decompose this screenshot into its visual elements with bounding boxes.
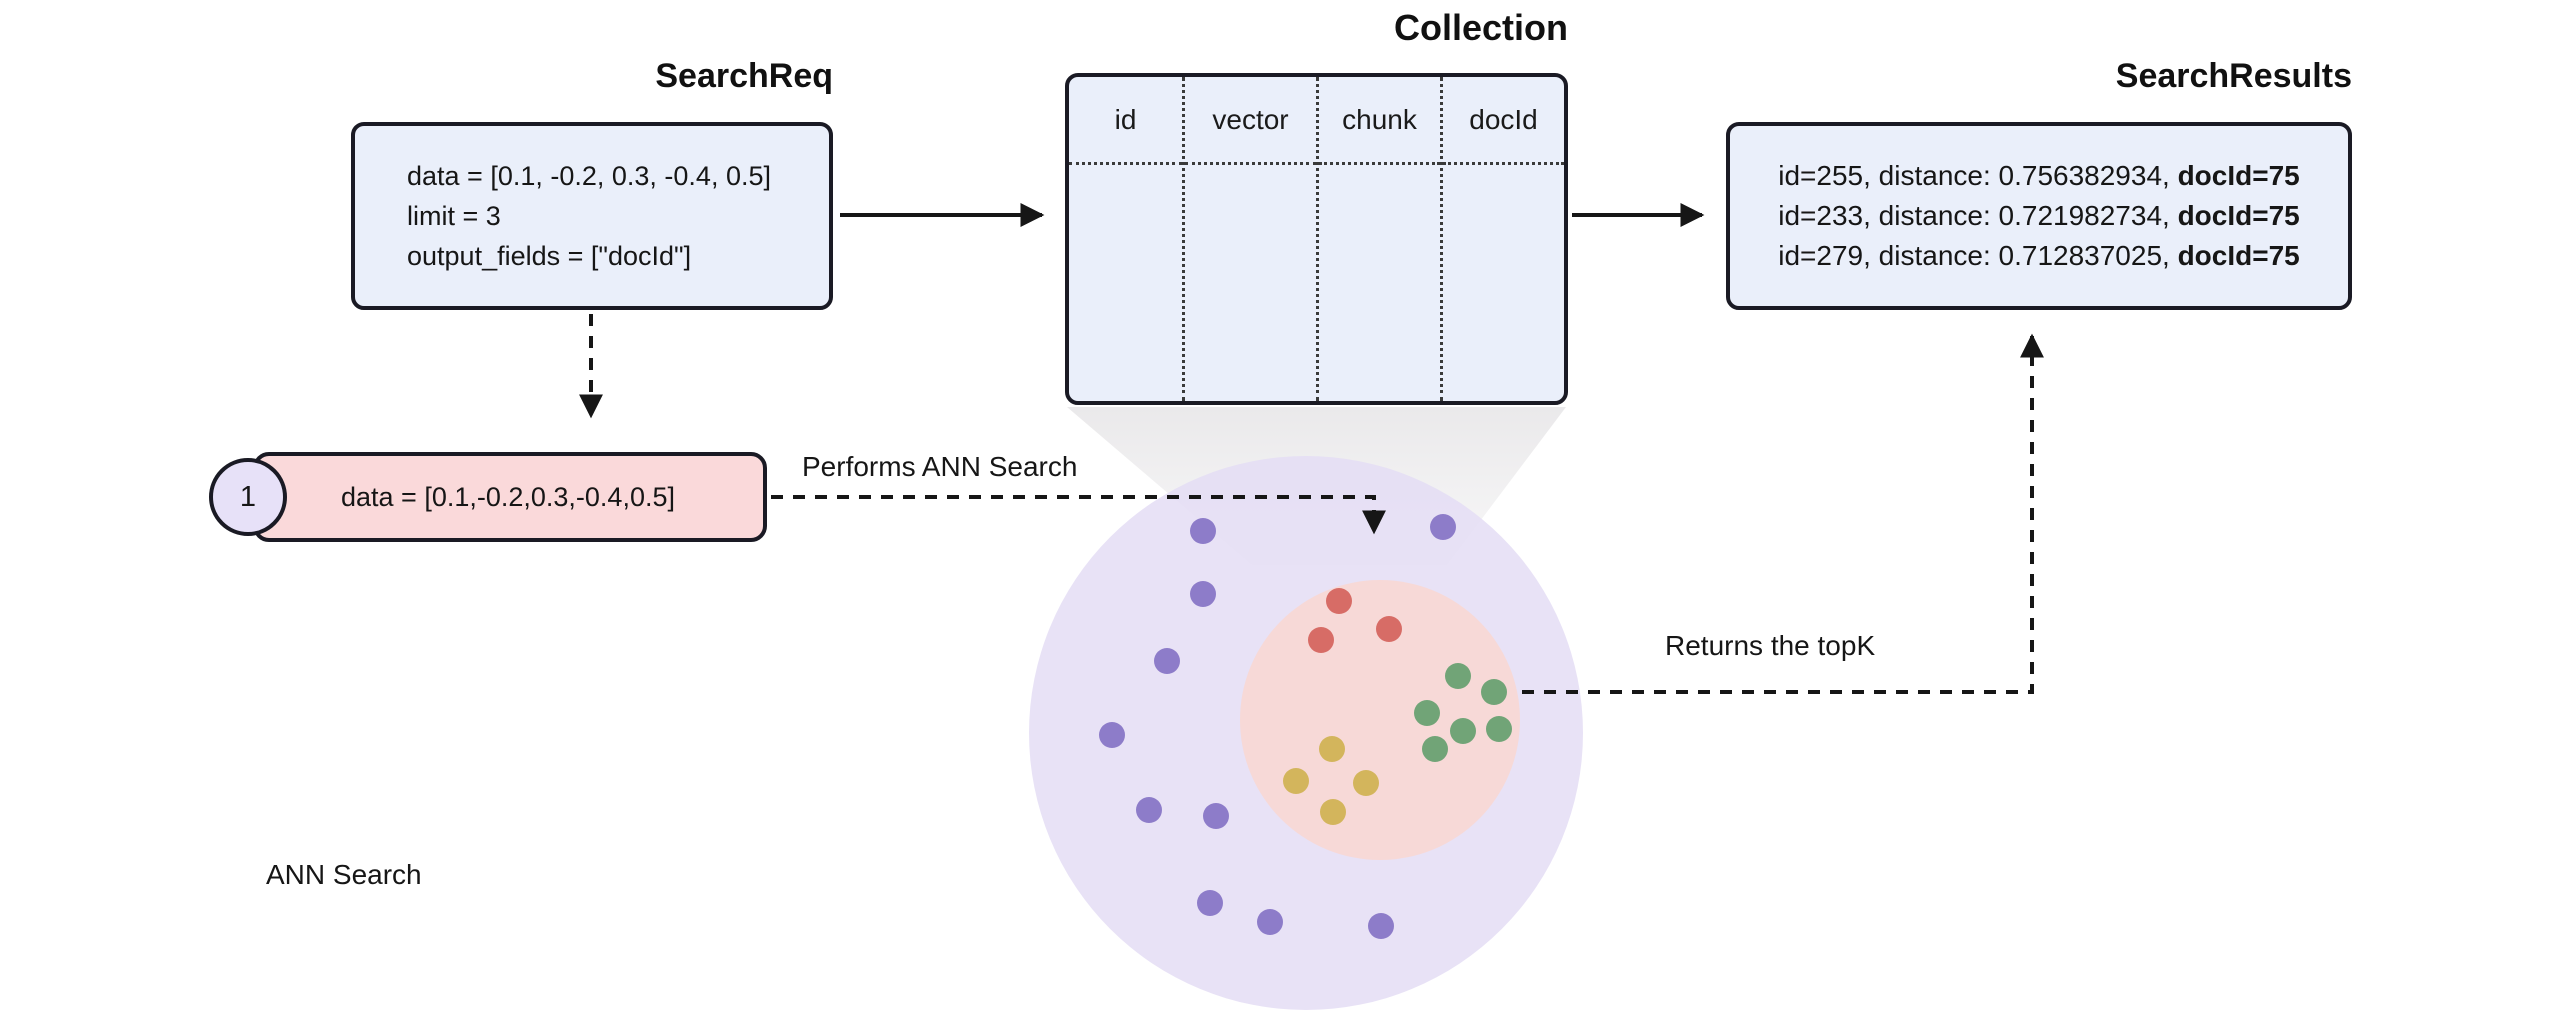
search-req-box: data = [0.1, -0.2, 0.3, -0.4, 0.5] limit…: [351, 122, 833, 310]
result-row: id=233, distance: 0.721982734, docId=75: [1778, 196, 2300, 236]
collection-column-header: vector: [1185, 77, 1316, 165]
vector-point: [1422, 736, 1448, 762]
vector-point: [1308, 627, 1334, 653]
performs-ann-search-label: Performs ANN Search: [802, 451, 1078, 482]
vector-point: [1099, 722, 1125, 748]
vector-point: [1190, 581, 1216, 607]
search-results-box: id=255, distance: 0.756382934, docId=75 …: [1726, 122, 2352, 310]
vector-point: [1450, 718, 1476, 744]
result-row-docid: docId=75: [2177, 200, 2300, 231]
result-row-docid: docId=75: [2177, 160, 2300, 191]
performs-ann-search-arrow: [771, 495, 1386, 535]
vector-point: [1414, 700, 1440, 726]
step1-number: 1: [239, 480, 257, 513]
collection-table: id vector chunk docId: [1065, 73, 1568, 405]
vector-point: [1203, 803, 1229, 829]
collection-column: id: [1069, 77, 1185, 401]
result-row-text: id=255, distance: 0.756382934,: [1778, 160, 2178, 191]
result-row: id=255, distance: 0.756382934, docId=75: [1778, 156, 2300, 196]
result-row-docid: docId=75: [2177, 240, 2300, 271]
search-req-line: output_fields = ["docId"]: [407, 241, 692, 271]
vector-point: [1283, 768, 1309, 794]
vector-points-purple: [1099, 514, 1456, 939]
search-region-circle: [1240, 580, 1520, 860]
vector-point: [1320, 799, 1346, 825]
vector-points-green: [1414, 663, 1512, 762]
vector-point: [1486, 716, 1512, 742]
returns-topk-label: Returns the topK: [1665, 630, 1876, 661]
search-req-title: SearchReq: [655, 57, 833, 95]
step1-badge: 1: [209, 458, 287, 536]
vector-point: [1154, 648, 1180, 674]
vector-points-yellow: [1283, 736, 1379, 825]
vector-point: [1326, 588, 1352, 614]
vector-point: [1197, 890, 1223, 916]
result-row: id=279, distance: 0.712837025, docId=75: [1778, 236, 2300, 276]
collection-column: chunk: [1319, 77, 1443, 401]
vector-point: [1136, 797, 1162, 823]
step1-text: data = [0.1,-0.2,0.3,-0.4,0.5]: [341, 481, 675, 512]
vector-point: [1430, 514, 1456, 540]
vector-points-red: [1308, 588, 1402, 653]
vector-point: [1319, 736, 1345, 762]
vector-point: [1445, 663, 1471, 689]
vector-point: [1368, 913, 1394, 939]
vector-point: [1190, 518, 1216, 544]
ann-search-caption: ANN Search: [266, 859, 422, 890]
vector-point: [1257, 909, 1283, 935]
collection-column-header: chunk: [1319, 77, 1440, 165]
result-row-text: id=233, distance: 0.721982734,: [1778, 200, 2178, 231]
collection-column-header: id: [1069, 77, 1182, 165]
search-req-line: data = [0.1, -0.2, 0.3, -0.4, 0.5]: [407, 161, 771, 191]
collection-column: docId: [1443, 77, 1564, 401]
search-req-line: limit = 3: [407, 201, 501, 231]
search-results-title: SearchResults: [2115, 57, 2352, 95]
vector-point: [1481, 679, 1507, 705]
collection-title: Collection: [1393, 7, 1568, 48]
vector-point: [1376, 616, 1402, 642]
result-row-text: id=279, distance: 0.712837025,: [1778, 240, 2178, 271]
collection-column-header: docId: [1443, 77, 1564, 165]
vector-point: [1353, 770, 1379, 796]
step1-box: data = [0.1,-0.2,0.3,-0.4,0.5]: [253, 452, 767, 542]
collection-column: vector: [1185, 77, 1319, 401]
returns-topk-arrow: [1522, 333, 2044, 694]
